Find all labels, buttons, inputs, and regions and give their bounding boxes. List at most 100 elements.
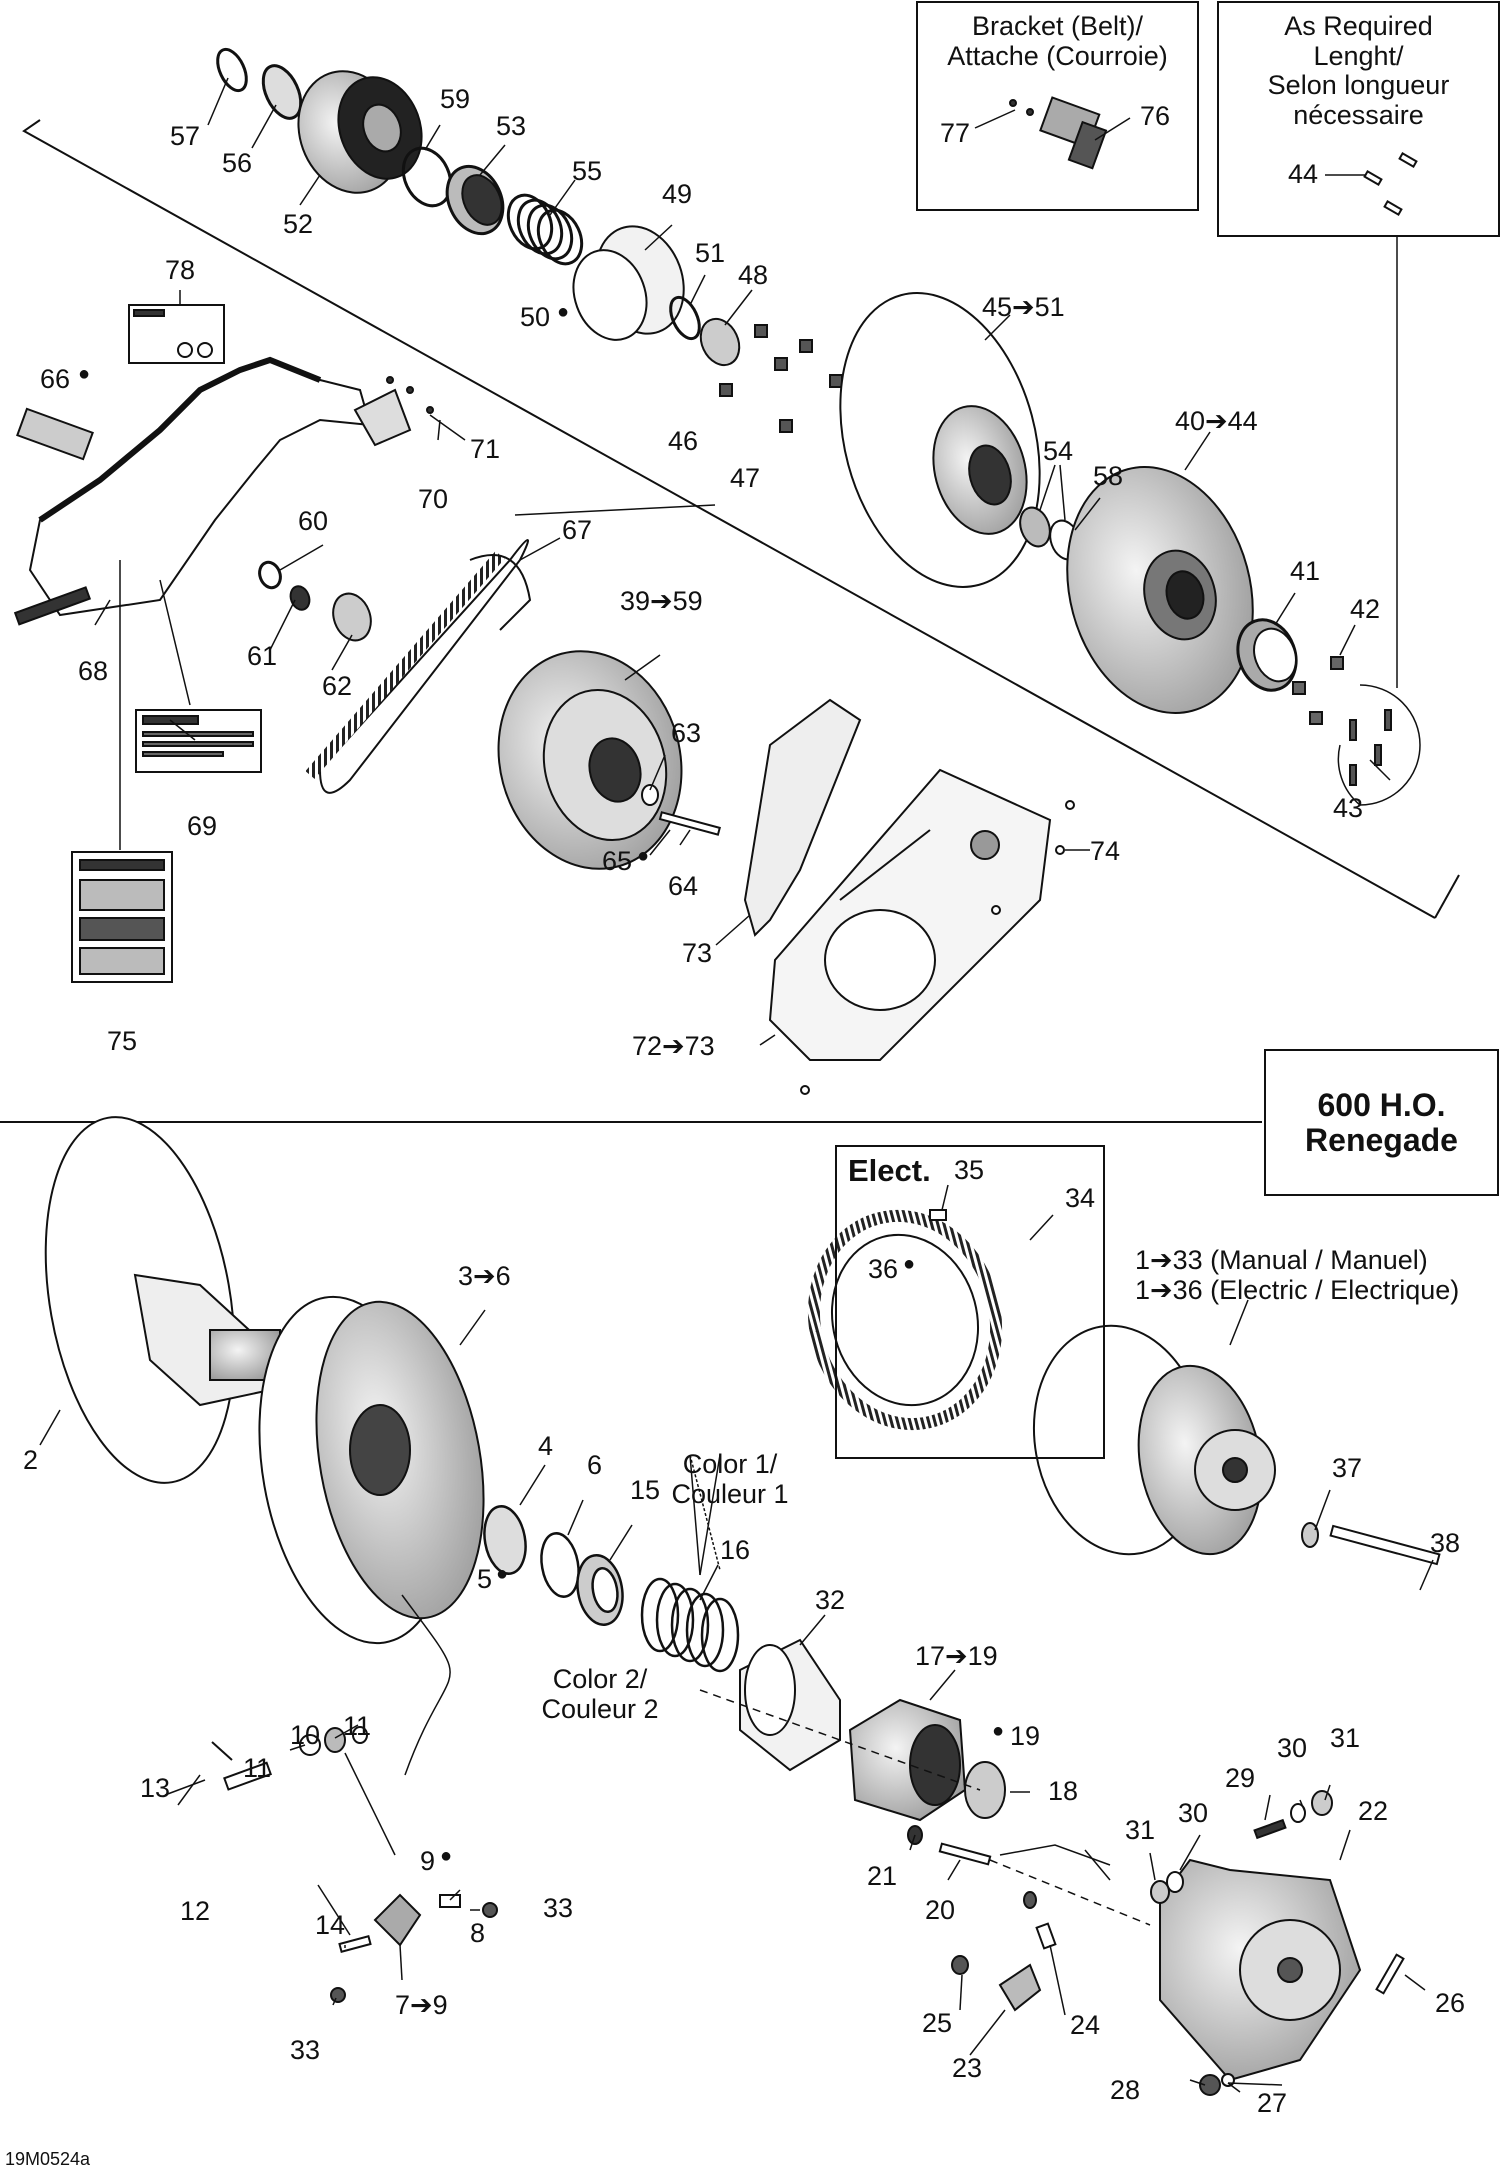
callout-16: 16: [720, 1535, 751, 1565]
callout-15: 15: [630, 1475, 661, 1505]
drive-pulley-movable-sheave: [258, 1295, 485, 1645]
callout-52: 52: [283, 209, 314, 239]
callout-73: 73: [682, 938, 713, 968]
callout-55: 55: [572, 156, 603, 186]
callout-70: 70: [418, 484, 449, 514]
callout-67: 67: [562, 515, 593, 545]
oil-drop-icon: ●: [903, 1253, 916, 1275]
callout-45-51: 45➔51: [982, 292, 1065, 322]
callout-19: 19: [1010, 1721, 1041, 1751]
callout-30a: 30: [1277, 1733, 1308, 1763]
callout-66: 66: [40, 364, 71, 394]
figure-code: 19M0524a: [5, 2149, 91, 2169]
callout-53: 53: [496, 111, 527, 141]
drive-pulley-fixed-sheave: [44, 1116, 281, 1484]
driven-pulley-assembly: [497, 650, 721, 870]
model-box-text: 600 H.O. Renegade: [1265, 1087, 1498, 1159]
callout-11b: 11: [243, 1753, 272, 1783]
callout-57: 57: [170, 121, 201, 151]
callout-41: 41: [1290, 556, 1321, 586]
callout-17-19: 17➔19: [915, 1641, 998, 1671]
oil-drop-icon: ●: [637, 845, 650, 867]
callout-12: 12: [180, 1896, 211, 1926]
roller-arm-parts: [211, 1726, 498, 2003]
callout-48: 48: [738, 260, 769, 290]
callout-59: 59: [440, 84, 471, 114]
callout-10: 10: [290, 1720, 321, 1750]
note-color-2: Color 2/ Couleur 2: [530, 1664, 670, 1724]
callout-31a: 31: [1330, 1723, 1361, 1753]
oil-drop-icon: ●: [992, 1720, 1005, 1742]
callout-2: 2: [23, 1445, 39, 1475]
callout-31b: 31: [1125, 1815, 1156, 1845]
drive-belt: [305, 539, 532, 794]
callout-36: 36: [868, 1254, 899, 1284]
oil-drop-icon: ●: [557, 301, 570, 323]
top-section-frame: [0, 119, 1460, 1123]
callout-32: 32: [815, 1585, 846, 1615]
callout-20: 20: [925, 1895, 956, 1925]
callout-21: 21: [867, 1861, 898, 1891]
callout-4: 4: [538, 1431, 554, 1461]
bracket-line-2: Attache (Courroie): [947, 40, 1168, 71]
bracket-box-parts: [1009, 96, 1108, 170]
callout-40-44: 40➔44: [1175, 406, 1258, 436]
callout-64: 64: [668, 871, 699, 901]
color2-line-1: Color 2/: [552, 1664, 648, 1694]
elect-box: [835, 1145, 1105, 1459]
callout-46: 46: [668, 426, 699, 456]
callout-30b: 30: [1178, 1798, 1209, 1828]
note-electric: 1➔36 (Electric / Electrique): [1135, 1275, 1460, 1305]
callout-29: 29: [1225, 1763, 1256, 1793]
callout-33b: 33: [290, 2035, 321, 2065]
callout-51: 51: [695, 238, 726, 268]
leader-lines-bottom: [39, 1184, 1434, 2093]
required-box: [1217, 1, 1500, 237]
callout-28: 28: [1110, 2075, 1141, 2105]
leader-lines-top: [94, 77, 1398, 1046]
callout-26: 26: [1435, 1988, 1466, 2018]
callout-9: 9: [420, 1846, 436, 1876]
callout-7-9: 7➔9: [395, 1990, 448, 2020]
drive-pulley-assembled: [1032, 1324, 1441, 1566]
color1-line-1: Color 1/: [682, 1449, 778, 1479]
lever-parts: [951, 1891, 1057, 2012]
model-line-2: Renegade: [1305, 1122, 1458, 1159]
required-box-parts: [1363, 152, 1418, 216]
callout-43: 43: [1333, 793, 1364, 823]
required-line-1: As Required: [1284, 11, 1433, 41]
callout-47: 47: [730, 463, 761, 493]
bracket-line-1: Bracket (Belt)/: [971, 11, 1144, 41]
callout-44: 44: [1288, 159, 1319, 189]
callout-39-59: 39➔59: [620, 586, 703, 616]
callout-24: 24: [1070, 2010, 1101, 2040]
callout-42: 42: [1350, 594, 1381, 624]
pulley-guard: [743, 698, 1075, 1095]
elect-title: Elect.: [848, 1153, 931, 1188]
bracket-box: [916, 1, 1199, 211]
callout-38: 38: [1430, 1528, 1461, 1558]
oil-drop-icon: ●: [496, 1563, 509, 1585]
model-box: [1264, 1049, 1499, 1196]
required-line-2: Lenght/: [1313, 40, 1404, 71]
color1-line-2: Couleur 1: [671, 1478, 789, 1509]
callout-62: 62: [322, 671, 353, 701]
callout-22: 22: [1358, 1796, 1389, 1826]
callout-69: 69: [187, 811, 218, 841]
callout-37: 37: [1332, 1453, 1363, 1483]
drive-pulley-sleeve: [739, 1638, 841, 1772]
callout-27: 27: [1257, 2088, 1288, 2118]
callout-74: 74: [1090, 836, 1121, 866]
callout-58: 58: [1093, 461, 1124, 491]
color2-line-2: Couleur 2: [541, 1693, 659, 1724]
callout-49: 49: [662, 179, 693, 209]
driven-pulley-parts: [216, 47, 1421, 806]
note-color-1: Color 1/ Couleur 1: [660, 1449, 800, 1509]
note-manual: 1➔33 (Manual / Manuel): [1135, 1245, 1428, 1275]
callout-50: 50: [520, 302, 551, 332]
required-line-3: Selon longueur: [1267, 70, 1450, 101]
drive-pulley-small-parts: [483, 1505, 740, 1673]
callout-13: 13: [140, 1773, 171, 1803]
callout-78: 78: [165, 255, 196, 285]
